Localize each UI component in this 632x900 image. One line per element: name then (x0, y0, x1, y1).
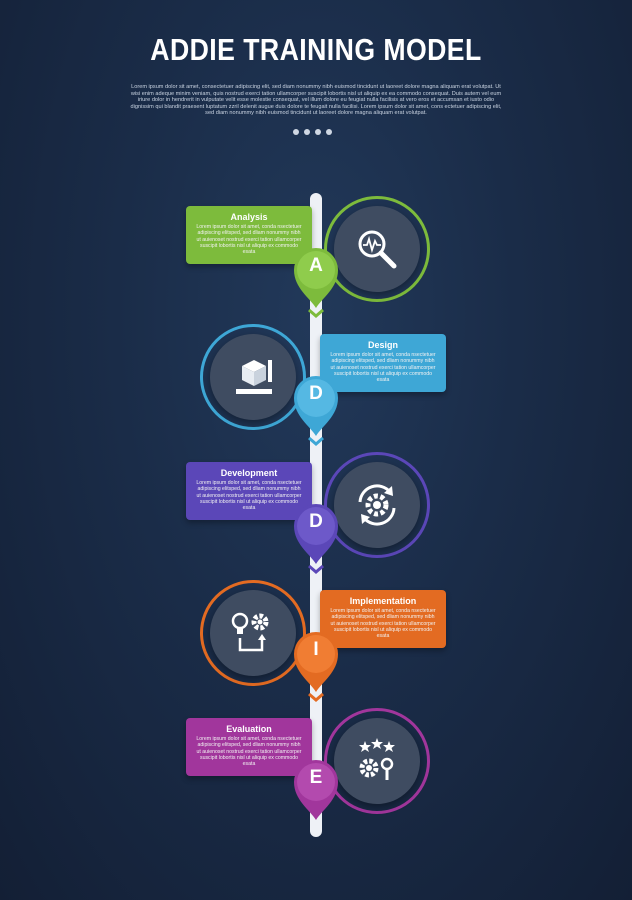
stage-label: Development (220, 468, 278, 478)
chevron-down-icon (308, 692, 324, 702)
stage-card: Design Lorem ipsum dolor sit amet, conda… (320, 334, 446, 392)
stage-letter: I (313, 639, 319, 660)
stage-letter: D (309, 383, 323, 404)
title: ADDIE TRAINING MODEL (150, 32, 482, 67)
stage-evaluation: Evaluation Lorem ipsum dolor sit amet, c… (0, 708, 632, 836)
stage-letter: D (309, 511, 323, 532)
dot (304, 129, 310, 135)
stage-marker (294, 376, 338, 436)
stage-card: Implementation Lorem ipsum dolor sit ame… (320, 590, 446, 648)
stage-label: Design (367, 340, 398, 350)
stage-label: Evaluation (226, 724, 272, 734)
stage-card: Analysis Lorem ipsum dolor sit amet, con… (186, 206, 312, 264)
intro-text: Lorem ipsum dolor sit amet, consectetuer… (130, 84, 502, 117)
stage-design: Design Lorem ipsum dolor sit amet, conda… (0, 324, 632, 452)
chevron-down-icon (308, 564, 324, 574)
stars-gear-icon (334, 718, 420, 804)
stage-analysis: Analysis Lorem ipsum dolor sit amet, con… (0, 196, 632, 324)
stage-card: Evaluation Lorem ipsum dolor sit amet, c… (186, 718, 312, 776)
chevron-down-icon (308, 308, 324, 318)
stage-letter: E (309, 767, 323, 788)
stage-ring (324, 196, 430, 302)
gear-cycle-icon (334, 462, 420, 548)
dot (315, 129, 321, 135)
page-dots (293, 129, 341, 137)
chevron-down-icon (308, 436, 324, 446)
stage-marker (294, 504, 338, 564)
stage-marker (294, 760, 338, 820)
stage-description: Lorem ipsum dolor sit amet, conda nsecte… (196, 736, 302, 768)
stage-label: Implementation (349, 596, 417, 606)
stage-ring (324, 452, 430, 558)
stage-label: Analysis (230, 212, 268, 222)
stage-ring (324, 708, 430, 814)
stage-description: Lorem ipsum dolor sit amet, conda nsecte… (330, 352, 436, 384)
stage-description: Lorem ipsum dolor sit amet, conda nsecte… (196, 224, 302, 256)
stage-ring (200, 324, 306, 430)
stage-ring (200, 580, 306, 686)
stage-card: Development Lorem ipsum dolor sit amet, … (186, 462, 312, 520)
idea-gear-icon (210, 590, 296, 676)
dot (326, 129, 332, 135)
stage-description: Lorem ipsum dolor sit amet, conda nsecte… (196, 480, 302, 512)
stage-marker (294, 632, 338, 692)
stage-implementation: Implementation Lorem ipsum dolor sit ame… (0, 580, 632, 708)
stage-letter: A (309, 255, 323, 276)
stage-development: Development Lorem ipsum dolor sit amet, … (0, 452, 632, 580)
dot (293, 129, 299, 135)
box-design-icon (210, 334, 296, 420)
stage-description: Lorem ipsum dolor sit amet, conda nsecte… (330, 608, 436, 640)
search-analytics-icon (334, 206, 420, 292)
stage-marker (294, 248, 338, 308)
